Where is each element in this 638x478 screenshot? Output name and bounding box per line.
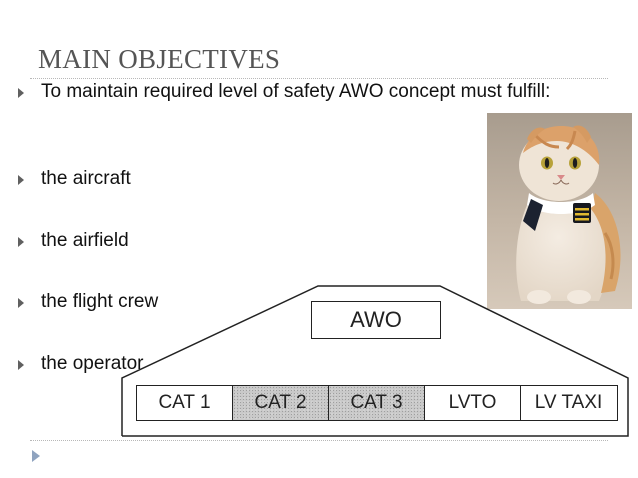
category-cell-lv-taxi: LV TAXI <box>534 392 603 413</box>
awo-box: AWO <box>311 301 441 339</box>
bullet-arrow-icon <box>18 298 24 308</box>
slide-title: MAIN OBJECTIVES <box>38 44 281 74</box>
bullet-arrow-icon <box>18 88 24 98</box>
bullet-item-3: the airfield <box>18 229 218 255</box>
category-cell-cat3: CAT 3 <box>329 386 425 420</box>
bullet-item-2: the aircraft <box>18 167 218 193</box>
category-cell-cat1: CAT 1 <box>137 386 233 420</box>
bullet-arrow-icon <box>18 360 24 370</box>
bullet-text-1: To maintain required level of safety AWO… <box>41 81 551 102</box>
bullet-item-1: To maintain required level of safety AWO… <box>18 80 578 130</box>
bullet-arrow-icon <box>18 175 24 185</box>
bullet-item-4: the flight crew <box>18 290 218 316</box>
bullet-text-5: the operator <box>41 353 144 374</box>
bullet-text-4: the flight crew <box>41 291 159 312</box>
category-cell-lvto: LVTO <box>425 386 521 420</box>
bullet-text-2: the aircraft <box>41 168 131 189</box>
slide-nav-arrow-icon[interactable] <box>32 450 40 462</box>
category-row: CAT 1 CAT 2 CAT 3 LVTO LV TAXI <box>136 385 618 421</box>
title-divider <box>30 78 608 79</box>
awo-diagram-outline <box>121 285 629 437</box>
footer-divider <box>30 440 608 441</box>
cat-pilot-photo <box>487 113 632 309</box>
bullet-text-3: the airfield <box>41 230 129 251</box>
category-cell-cat2: CAT 2 <box>233 386 329 420</box>
bullet-item-5: the operator <box>18 352 218 378</box>
bullet-arrow-icon <box>18 237 24 247</box>
